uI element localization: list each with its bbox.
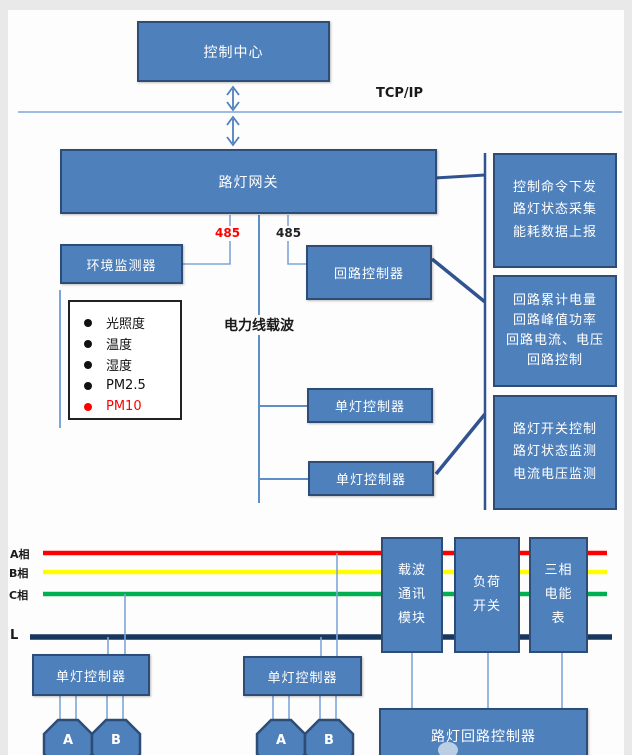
panel-line: 电流电压监测 <box>512 466 597 482</box>
lamp-controller-mid-1-box: 单灯控制器 <box>307 388 433 423</box>
lamp-tap-lines <box>59 553 563 721</box>
vbox-line: 表 <box>551 611 566 627</box>
bullet-icon <box>84 381 92 390</box>
panel-line: 路灯开关控制 <box>512 422 597 438</box>
lamp-letter: B <box>324 733 334 748</box>
legend-item-label: PM2.5 <box>106 378 146 393</box>
tcpip-label: TCP/IP <box>376 86 424 101</box>
lamp-controller-bottom-1-box: 单灯控制器 <box>32 654 150 696</box>
street-light-loop-controller-box: 路灯回路控制器 <box>379 708 588 755</box>
panel-gateway-functions: 控制命令下发 路灯状态采集 能耗数据上报 <box>493 153 617 268</box>
panel-line: 回路电流、电压 <box>505 333 604 348</box>
bullet-icon <box>84 318 92 327</box>
lamp-controller-label: 单灯控制器 <box>335 473 406 488</box>
panel-line: 能耗数据上报 <box>512 224 597 240</box>
lamp-octagon-1b <box>90 718 142 755</box>
lamp-octagon-1a <box>42 718 94 755</box>
panel-line: 回路峰值功率 <box>512 312 597 328</box>
control-center-box: 控制中心 <box>137 21 330 82</box>
phase-a-label: A相 <box>10 548 30 561</box>
vbox-line: 通讯 <box>397 586 426 602</box>
legend-item-label: 光照度 <box>106 317 146 332</box>
vbox-line: 三相 <box>544 562 573 578</box>
phase-b-label: B相 <box>9 567 29 580</box>
vbox-line: 电能 <box>544 586 573 602</box>
loop-controller-box: 回路控制器 <box>306 245 432 300</box>
gateway-box: 路灯网关 <box>60 149 437 214</box>
plc-label: 电力线载波 <box>214 315 304 335</box>
vbox-line: 负荷 <box>472 574 501 590</box>
legend-item-pm10: PM10 <box>84 396 180 417</box>
panel-loop-functions: 回路累计电量 回路峰值功率 回路电流、电压 回路控制 <box>493 275 617 387</box>
env-monitor-label: 环境监测器 <box>86 258 157 274</box>
legend-item-label: 湿度 <box>106 359 133 374</box>
lamp-letter: A <box>62 733 74 748</box>
panel-line: 控制命令下发 <box>512 180 597 196</box>
load-switch-box: 负荷 开关 <box>454 537 520 653</box>
rs485-right-label: 485 <box>276 226 302 240</box>
control-center-label: 控制中心 <box>203 44 264 61</box>
legend-box: 光照度 温度 湿度 PM2.5 PM10 <box>68 300 182 420</box>
rs485-left-label: 485 <box>215 226 241 240</box>
lamp-controller-label: 单灯控制器 <box>55 669 126 685</box>
plc-trunk-line <box>258 215 308 503</box>
lamp-octagons <box>42 718 355 755</box>
lamp-octagon-2a <box>255 718 307 755</box>
panel-line: 路灯状态监测 <box>512 444 597 460</box>
legend-item-pm25: PM2.5 <box>84 375 180 396</box>
lamp-letter: A <box>275 733 287 748</box>
frame-top <box>0 0 632 10</box>
vbox-line: 开关 <box>472 599 501 614</box>
lamp-controller-bottom-2-box: 单灯控制器 <box>243 656 362 696</box>
legend-item-illuminance: 光照度 <box>84 312 180 333</box>
panel-line: 回路累计电量 <box>512 292 597 308</box>
gateway-label: 路灯网关 <box>218 174 279 191</box>
lamp-octagon-2b <box>303 718 355 755</box>
neutral-label: L <box>10 628 19 643</box>
vbox-line: 模块 <box>397 611 426 627</box>
legend-item-humidity: 湿度 <box>84 354 180 375</box>
double-arrow-bottom-icon <box>226 115 240 147</box>
lamp-letter: B <box>111 733 121 748</box>
bullet-icon <box>84 402 92 411</box>
panel-line: 路灯状态采集 <box>512 202 597 218</box>
bullet-icon <box>84 360 92 369</box>
frame-right <box>624 0 632 755</box>
env-monitor-box: 环境监测器 <box>60 244 183 284</box>
vbox-line: 载波 <box>397 562 426 578</box>
panel-line: 回路控制 <box>526 353 583 369</box>
carrier-comm-module-box: 载波 通讯 模块 <box>381 537 443 653</box>
lamp-controller-label: 单灯控制器 <box>334 400 405 415</box>
legend-item-label: PM10 <box>106 399 142 414</box>
lamp-controller-label: 单灯控制器 <box>267 670 338 686</box>
bullet-icon <box>84 339 92 348</box>
lamp-controller-mid-2-box: 单灯控制器 <box>308 461 434 496</box>
phase-c-label: C相 <box>9 589 29 602</box>
legend-item-label: 温度 <box>106 338 133 353</box>
three-phase-meter-box: 三相 电能 表 <box>529 537 588 653</box>
panel-lamp-functions: 路灯开关控制 路灯状态监测 电流电压监测 <box>493 395 617 510</box>
watermark-logo <box>438 742 458 755</box>
loop-controller-label: 回路控制器 <box>333 267 404 282</box>
loop-box-label: 路灯回路控制器 <box>431 729 536 745</box>
double-arrow-top-icon <box>226 85 240 112</box>
right-spine-connectors <box>430 153 487 510</box>
legend-item-temperature: 温度 <box>84 333 180 354</box>
rs485-connectors <box>183 215 306 265</box>
frame-left <box>0 0 8 755</box>
